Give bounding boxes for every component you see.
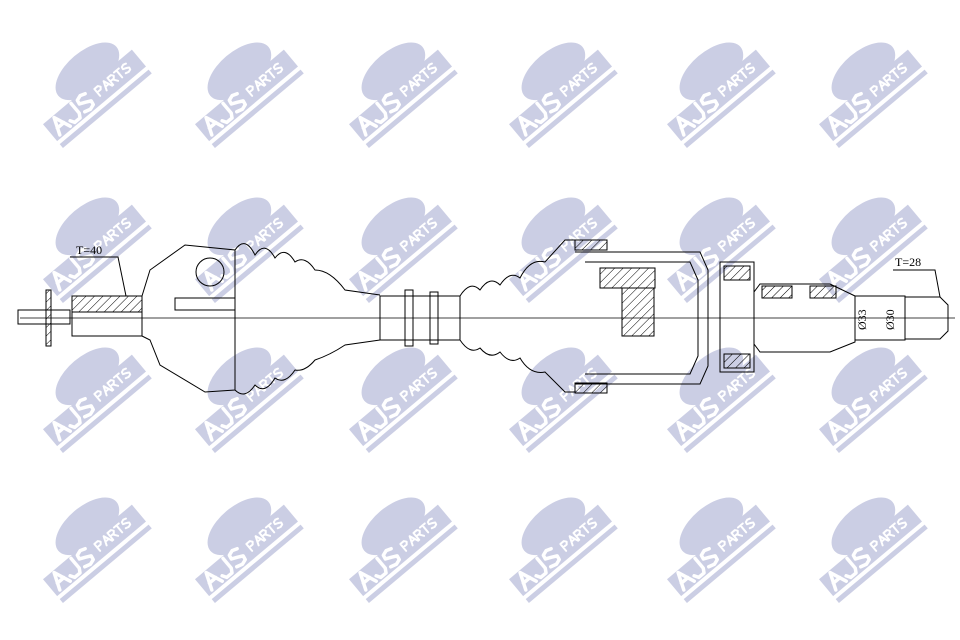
ajs-parts-watermark <box>194 347 304 453</box>
diameter-33-label: Ø33 <box>855 309 869 330</box>
ajs-parts-watermark <box>818 497 928 603</box>
ajs-parts-watermark <box>818 197 928 303</box>
ajs-parts-watermark <box>348 497 458 603</box>
ajs-parts-watermark <box>42 42 152 148</box>
right-teeth-label: T=28 <box>895 255 921 269</box>
ajs-parts-watermark <box>42 347 152 453</box>
ajs-parts-watermark <box>818 42 928 148</box>
ajs-parts-watermark <box>348 347 458 453</box>
ajs-parts-watermark <box>508 497 618 603</box>
ajs-parts-watermark <box>666 42 776 148</box>
ajs-parts-watermark <box>508 42 618 148</box>
ajs-parts-watermark <box>42 197 152 303</box>
ajs-parts-watermark <box>348 42 458 148</box>
watermark-layer <box>42 42 928 603</box>
ajs-parts-watermark <box>508 347 618 453</box>
ajs-parts-watermark <box>194 197 304 303</box>
shaft-lines <box>17 239 955 395</box>
ajs-parts-watermark <box>348 197 458 303</box>
ajs-parts-watermark <box>666 497 776 603</box>
ajs-parts-watermark <box>42 497 152 603</box>
ajs-parts-watermark <box>818 347 928 453</box>
diameter-30-label: Ø30 <box>883 309 897 330</box>
ajs-parts-watermark <box>194 497 304 603</box>
ajs-parts-watermark <box>666 197 776 303</box>
ajs-parts-watermark <box>666 347 776 453</box>
ajs-parts-watermark <box>194 42 304 148</box>
left-teeth-label: T=40 <box>76 243 102 257</box>
